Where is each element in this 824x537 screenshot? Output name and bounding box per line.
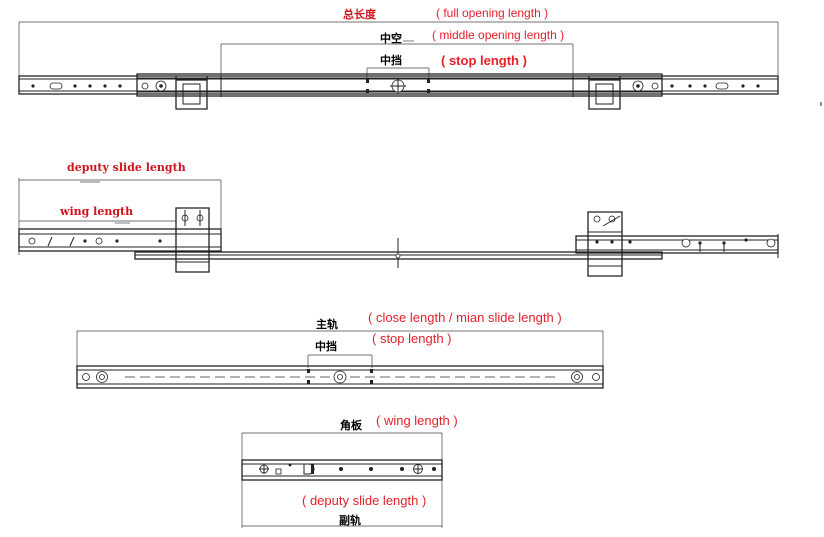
view-full-opening: 总长度 ( full opening length ) 中空 ( middle … (18, 6, 822, 110)
stop-length-en-label: ( stop length ) (441, 53, 527, 68)
main-slide-cn-label: 主轨 (316, 317, 338, 331)
middle-length-cn-label: 中空 (380, 31, 402, 45)
inner-rail (136, 73, 663, 97)
stop-length-cn-label-3: 中挡 (315, 339, 337, 353)
middle-length-en-label: ( middle opening length ) (432, 28, 564, 42)
deputy-rail-left (18, 228, 222, 252)
close-length-en-label: ( close length / mian slide length ) (368, 310, 562, 325)
wing-length-label: wing length (59, 205, 133, 218)
stop-length-en-label-3: ( stop length ) (372, 331, 452, 346)
main-slide-rail (76, 365, 604, 389)
wing-length-en-label-4: ( wing length ) (376, 413, 458, 428)
full-length-cn-label: 总长度 (343, 7, 377, 21)
slot-hole (715, 82, 729, 90)
slot-hole (49, 82, 63, 90)
full-length-en-label: ( full opening length ) (436, 6, 548, 20)
stop-length-cn-label: 中挡 (380, 53, 402, 67)
deputy-slide-length-label: deputy slide length (67, 161, 186, 174)
deputy-slide-length-en-label: ( deputy slide length ) (302, 493, 426, 508)
view-deputy-slide: deputy slide length wing length (18, 161, 779, 277)
wing-bracket-left (175, 76, 208, 110)
wing-bracket-right-side (587, 211, 623, 277)
view-main-slide: 主轨 ( close length / mian slide length ) … (76, 310, 604, 389)
deputy-slide-rail (241, 459, 443, 481)
deputy-slide-cn-label: 副轨 (339, 513, 361, 527)
view-deputy-slide-detail: 角板 ( wing length ) ( deputy slide length… (241, 413, 458, 528)
wing-plate-cn-label: 角板 (340, 418, 363, 432)
wing-bracket-left-side (175, 207, 210, 273)
wing-bracket-right (588, 76, 621, 110)
